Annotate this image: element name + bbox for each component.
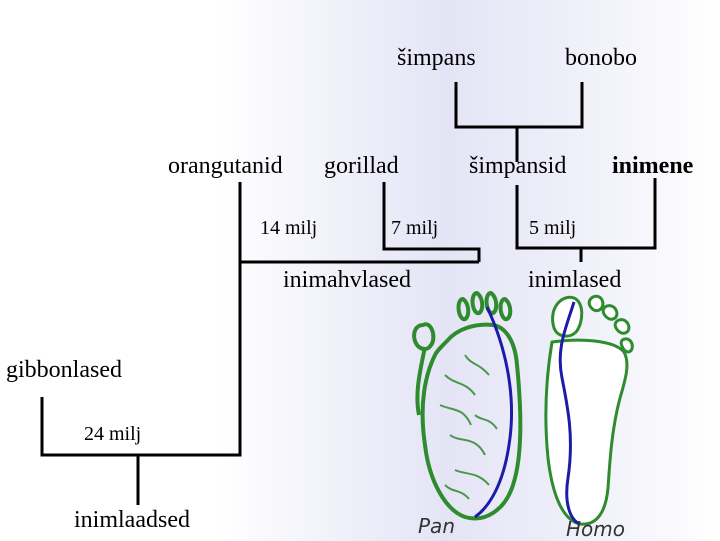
label-inimlaadsed: inimlaadsed [74, 508, 190, 532]
caption-homo: Homo [566, 519, 625, 539]
label-orangutanid: orangutanid [168, 154, 283, 178]
date-14-milj: 14 milj [260, 218, 317, 238]
homo-foot-illustration [540, 288, 640, 528]
branch-simpans-bonobo [456, 82, 582, 127]
label-gibbonlased: gibbonlased [6, 358, 122, 382]
date-5-milj: 5 milj [529, 218, 576, 238]
caption-pan: Pan [418, 516, 455, 536]
date-7-milj: 7 milj [391, 218, 438, 238]
label-gorillad: gorillad [324, 154, 399, 178]
label-bonobo: bonobo [565, 46, 637, 70]
date-24-milj: 24 milj [84, 424, 141, 444]
label-inimene: inimene [612, 154, 693, 178]
label-simpans: šimpans [397, 46, 476, 70]
pan-foot-illustration [405, 285, 535, 525]
label-simpansid: šimpansid [469, 154, 566, 178]
label-inimahvlased: inimahvlased [283, 268, 411, 292]
